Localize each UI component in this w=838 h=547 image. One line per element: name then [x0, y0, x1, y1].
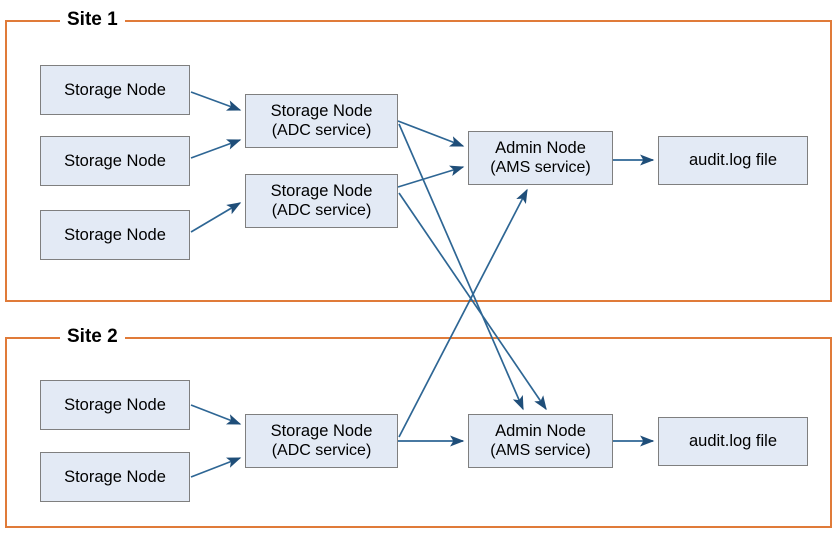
- node-label-line2: (ADC service): [271, 202, 372, 220]
- audit-log-file-site-1[interactable]: audit.log file: [658, 136, 808, 185]
- node-label-line1: Admin Node: [495, 139, 586, 158]
- node-label-line1: Storage Node: [270, 182, 373, 201]
- storage-node-4[interactable]: Storage Node: [40, 380, 190, 430]
- storage-node-adc-2[interactable]: Storage Node (ADC service): [245, 174, 398, 228]
- site-label-1: Site 1: [60, 10, 125, 29]
- node-label: Storage Node: [64, 467, 166, 486]
- node-label-line2: (ADC service): [271, 442, 372, 460]
- storage-node-3[interactable]: Storage Node: [40, 210, 190, 260]
- node-label-line1: Admin Node: [495, 422, 586, 441]
- node-label: Storage Node: [64, 395, 166, 414]
- node-label: Storage Node: [64, 80, 166, 99]
- node-label: audit.log file: [688, 432, 778, 451]
- storage-node-2[interactable]: Storage Node: [40, 136, 190, 186]
- storage-node-1[interactable]: Storage Node: [40, 65, 190, 115]
- node-label: audit.log file: [688, 151, 778, 170]
- node-label-line2: (ADC service): [271, 122, 372, 140]
- node-label-line1: Storage Node: [270, 102, 373, 121]
- storage-node-adc-3[interactable]: Storage Node (ADC service): [245, 414, 398, 468]
- node-label-line1: Storage Node: [270, 422, 373, 441]
- node-label: Storage Node: [64, 151, 166, 170]
- storage-node-adc-1[interactable]: Storage Node (ADC service): [245, 94, 398, 148]
- admin-node-site-1[interactable]: Admin Node (AMS service): [468, 131, 613, 185]
- audit-log-file-site-2[interactable]: audit.log file: [658, 417, 808, 466]
- node-label-line2: (AMS service): [490, 442, 591, 460]
- storage-node-5[interactable]: Storage Node: [40, 452, 190, 502]
- node-label: Storage Node: [64, 225, 166, 244]
- site-label-2: Site 2: [60, 327, 125, 346]
- admin-node-site-2[interactable]: Admin Node (AMS service): [468, 414, 613, 468]
- node-label-line2: (AMS service): [490, 159, 591, 177]
